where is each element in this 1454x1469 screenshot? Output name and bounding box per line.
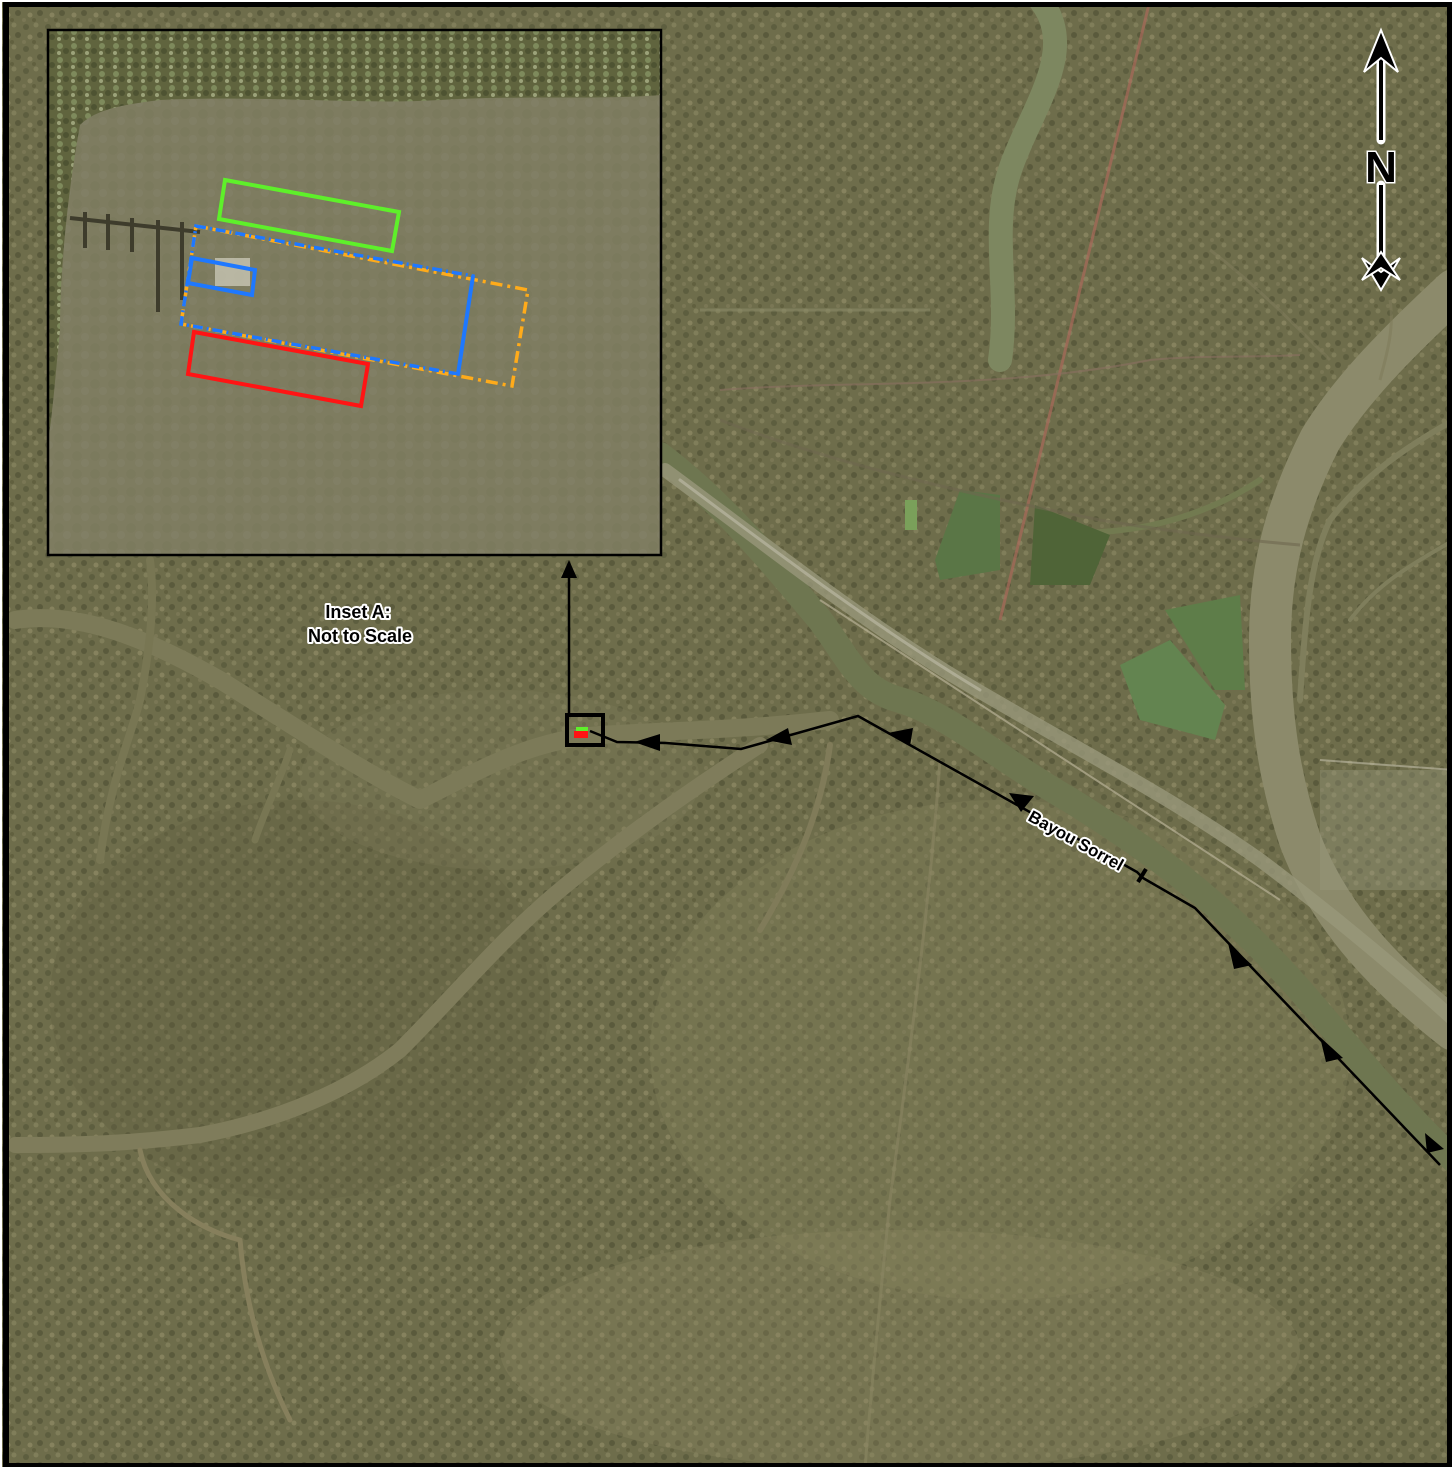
route-path	[589, 714, 1441, 1166]
pond-1	[935, 490, 1000, 580]
north-arrow: N	[1361, 27, 1401, 292]
route-arrow	[634, 734, 660, 751]
river-upper-meander	[988, 0, 1068, 372]
pond-2	[1030, 505, 1110, 585]
route-arrow	[1320, 1037, 1343, 1062]
inset-red-box[interactable]	[185, 329, 371, 409]
map-frame	[3, 1, 1453, 1469]
inset-frame	[46, 28, 663, 557]
route-arrow	[1009, 793, 1034, 812]
inset-pier	[69, 212, 201, 312]
west-channel	[6, 609, 839, 809]
levee-corridor	[658, 463, 1454, 1027]
ponds	[905, 490, 1245, 740]
inset-a	[46, 28, 663, 557]
route-arrow	[766, 728, 792, 745]
waterways	[6, 0, 1454, 1423]
inset-blue-box[interactable]	[185, 255, 258, 298]
inset-label-line1: Inset A:	[325, 602, 390, 622]
route-arrow	[1425, 1133, 1444, 1153]
inset-locator-box[interactable]	[565, 713, 605, 747]
route-arrow	[561, 560, 577, 578]
linear-features	[700, 0, 1454, 1469]
inset-green-box[interactable]	[216, 177, 402, 254]
pond-3	[1165, 595, 1245, 690]
inset-label-line2: Not to Scale	[308, 626, 412, 646]
inset-label: Inset A: Not to Scale	[306, 600, 414, 648]
north-arrow-letter: N	[1365, 143, 1397, 192]
north-arrow-head	[1363, 27, 1399, 73]
route-arrow	[1228, 943, 1252, 969]
route-arrow	[888, 728, 913, 746]
inset-shoreline-trees	[48, 30, 661, 440]
pond-4	[1120, 640, 1225, 740]
diagonal-channel	[7, 737, 768, 1153]
power-line	[998, 0, 1152, 621]
bayou-channel	[647, 442, 1454, 1173]
